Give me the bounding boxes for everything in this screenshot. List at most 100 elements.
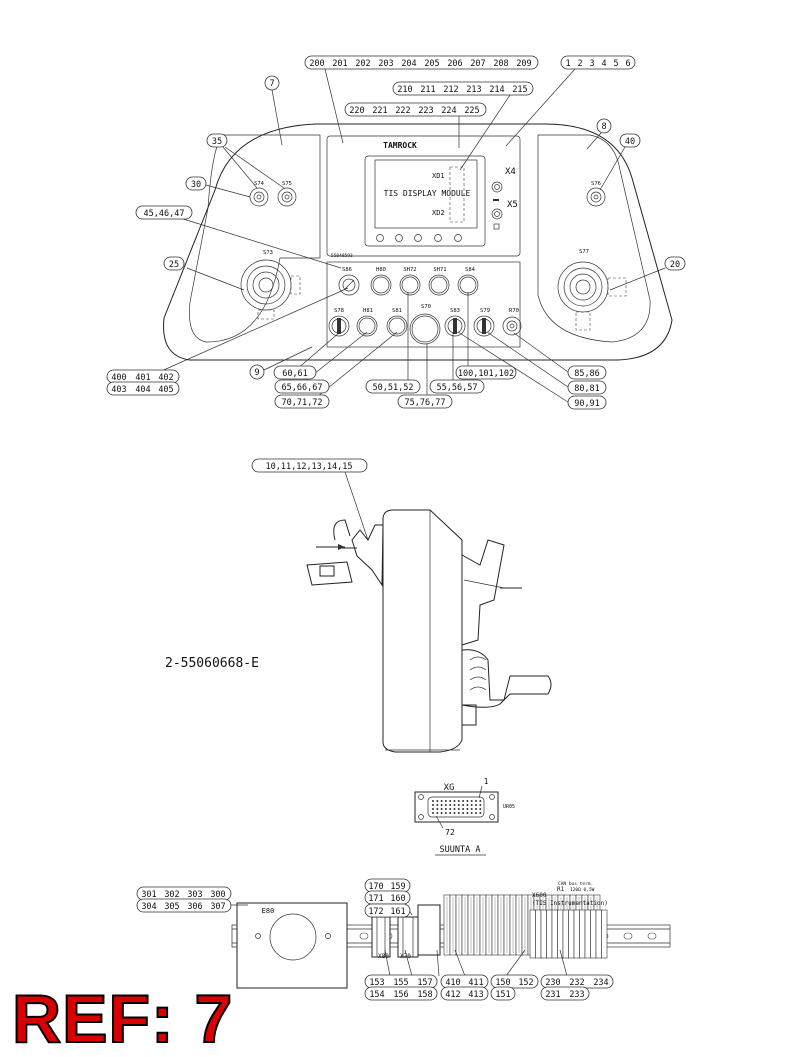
x600-terminal <box>584 909 591 959</box>
x600-terminal <box>540 909 547 959</box>
rail-slot <box>623 932 633 940</box>
x600-terminal <box>568 909 575 959</box>
control-panel-front-view: TAMROCK TIS DISPLAY MODULE XD1 XD2 X4 X5… <box>163 123 673 361</box>
label-S77: S77 <box>579 249 589 255</box>
callout-403: 403 <box>111 385 126 395</box>
callout-6: 6 <box>625 59 630 69</box>
callout-4: 4 <box>601 59 606 69</box>
connector-title: XG <box>444 783 455 793</box>
connector-pin <box>444 804 447 806</box>
connector-pin <box>475 808 477 810</box>
switch-S81 <box>386 315 408 337</box>
connector-pin <box>479 804 482 806</box>
x80-label: X80 <box>378 953 389 960</box>
callout-205: 205 <box>424 59 439 69</box>
connector-pin <box>462 800 465 802</box>
e80-label: E80 <box>262 907 275 915</box>
rail-callouts: 301 302 303 300 304 305 306 307 170 159 … <box>136 878 614 1001</box>
connector-pin <box>436 804 439 806</box>
connector-pin72-label: 72 <box>445 828 455 837</box>
connector-pin <box>470 800 473 802</box>
callout-220: 220 <box>349 106 364 116</box>
callout-224: 224 <box>441 106 456 116</box>
label-S74: S74 <box>254 181 265 187</box>
label-S73: S73 <box>263 250 273 256</box>
callout-171: 171 <box>368 894 383 904</box>
connector-pin <box>432 812 434 814</box>
connector-pin <box>462 808 465 810</box>
callout-209: 209 <box>516 59 531 69</box>
connector-pin <box>475 812 477 814</box>
connector-pin-grid <box>432 800 482 814</box>
callout-35: 35 <box>212 137 222 147</box>
callout-210: 210 <box>397 85 412 95</box>
callout-305: 305 <box>164 902 179 912</box>
x600-terminal <box>562 909 569 959</box>
callout-154: 154 <box>369 990 384 1000</box>
callout-201: 201 <box>332 59 347 69</box>
callout-85: 85,86 <box>574 369 600 379</box>
drawing-number: 2-55060668-E <box>165 656 259 671</box>
callout-400: 400 <box>111 373 126 383</box>
connector-pin <box>436 800 439 802</box>
connector-pin <box>453 804 456 806</box>
callout-80: 80,81 <box>574 384 600 394</box>
emergency-stop-S70 <box>409 313 441 345</box>
callout-233: 233 <box>569 990 584 1000</box>
r1-value: 120Ω 0,5W <box>570 887 595 893</box>
callout-410: 410 <box>445 978 460 988</box>
callout-25: 25 <box>169 260 179 270</box>
callout-301: 301 <box>141 890 156 900</box>
connector-pin <box>453 812 456 814</box>
callout-413: 413 <box>468 990 483 1000</box>
x600-terminal <box>579 909 586 959</box>
callout-204: 204 <box>401 59 416 69</box>
connector-pin <box>466 812 469 814</box>
din-rail-assembly: E80 X80 X70 X600 (TIS Instrumentation) C… <box>228 881 671 989</box>
switch-S79 <box>473 315 495 337</box>
callout-100: 100,101,102 <box>458 369 514 379</box>
label-S76: S76 <box>591 181 601 187</box>
callout-208: 208 <box>493 59 508 69</box>
connector-pin <box>449 804 452 806</box>
label-S78: S78 <box>334 308 344 314</box>
callout-150: 150 <box>495 978 510 988</box>
callout-202: 202 <box>355 59 370 69</box>
callout-300: 300 <box>210 890 225 900</box>
callout-45: 45,46,47 <box>144 209 185 219</box>
x600-terminal <box>551 909 558 959</box>
rail-slot <box>647 932 657 940</box>
switch-S75 <box>277 187 297 207</box>
callout-223: 223 <box>418 106 433 116</box>
connector-pin <box>457 812 460 814</box>
xd2-label: XD2 <box>432 209 445 217</box>
callout-412: 412 <box>445 990 460 1000</box>
display-soft-buttons <box>376 234 462 242</box>
connector-pin <box>444 800 447 802</box>
x600-terminal <box>590 909 597 959</box>
callouts-210-215: 210 211 212 213 214 215 <box>392 81 534 96</box>
label-S79: S79 <box>480 308 490 314</box>
connector-code: UR05 <box>503 804 515 810</box>
callout-307: 307 <box>210 902 225 912</box>
callout-2: 2 <box>577 59 582 69</box>
terminal-block-x600 <box>443 894 608 959</box>
x600-terminal <box>595 909 602 959</box>
connector-xg: XG 1 72 UR05 SUUNTA A <box>414 777 515 856</box>
callout-156: 156 <box>393 990 408 1000</box>
connector-pin <box>462 804 465 806</box>
callout-30: 30 <box>191 180 201 190</box>
lamp-H80 <box>370 274 392 296</box>
callout-231: 231 <box>545 990 560 1000</box>
joystick-S77 <box>557 261 627 331</box>
x600-label: X600 <box>532 892 547 899</box>
xd1-label: XD1 <box>432 172 445 180</box>
connector-pin <box>440 804 443 806</box>
label-H81: H81 <box>363 308 373 314</box>
connector-pin <box>475 804 477 806</box>
callout-221: 221 <box>372 106 387 116</box>
switch-S83 <box>444 315 466 337</box>
connector-pin <box>436 812 439 814</box>
callout-303: 303 <box>187 890 202 900</box>
label-S83: S83 <box>450 308 460 314</box>
